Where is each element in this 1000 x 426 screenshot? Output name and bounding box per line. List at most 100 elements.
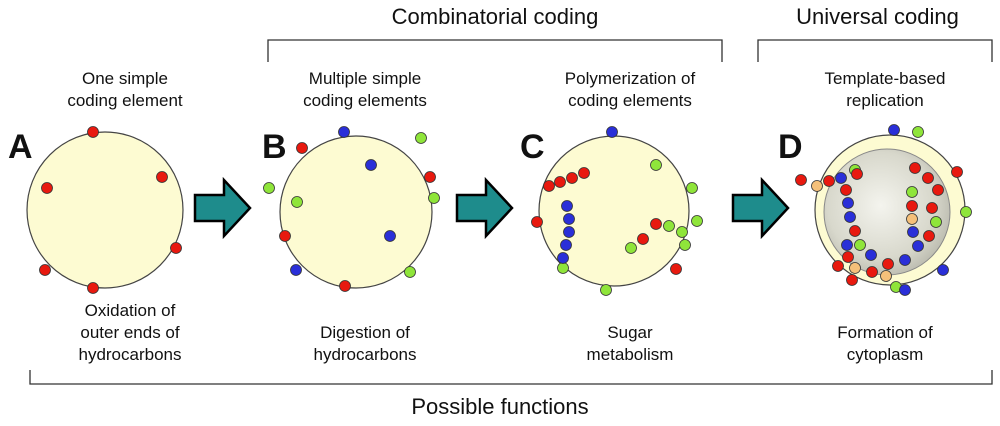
panel-letter-a: A (8, 128, 33, 166)
coding-element-bead (854, 239, 866, 251)
coding-element-bead (844, 211, 856, 223)
coding-element-bead (882, 258, 894, 270)
coding-element-bead (625, 242, 637, 254)
coding-element-bead (563, 213, 575, 225)
panel-letter-b: B (262, 128, 287, 166)
coding-element-bead (823, 175, 835, 187)
label-line: Template-based (824, 69, 946, 88)
coding-element-bead (87, 282, 99, 294)
coding-elements (39, 124, 972, 296)
panel-letter-d: D (778, 128, 803, 166)
coding-element-bead (170, 242, 182, 254)
cell-a (26, 131, 184, 289)
coding-element-bead (404, 266, 416, 278)
coding-element-bead (557, 262, 569, 274)
coding-element-bead (841, 239, 853, 251)
coding-element-bead (670, 263, 682, 275)
coding-element-bead (849, 225, 861, 237)
coding-element-bead (899, 254, 911, 266)
coding-element-bead (832, 260, 844, 272)
coding-element-bead (888, 124, 900, 136)
arrow-b-c (455, 176, 514, 240)
label-line: One simple (82, 69, 168, 88)
coding-element-bead (428, 192, 440, 204)
coding-element-bead (923, 230, 935, 242)
coding-element-bead (415, 132, 427, 144)
coding-element-bead (365, 159, 377, 171)
coding-element-bead (279, 230, 291, 242)
coding-element-bead (691, 215, 703, 227)
coding-element-bead (930, 216, 942, 228)
coding-element-bead (842, 197, 854, 209)
coding-element-bead (912, 126, 924, 138)
arrow-c-d (731, 176, 790, 240)
panel-a-top-label: One simple coding element (45, 68, 205, 112)
coding-element-bead (849, 262, 861, 274)
coding-element-bead (291, 196, 303, 208)
coding-element-bead (637, 233, 649, 245)
coding-element-bead (851, 168, 863, 180)
coding-element-bead (566, 172, 578, 184)
label-line: coding element (67, 91, 183, 110)
functions-bracket (29, 370, 993, 385)
label-line: Polymerization of (564, 69, 696, 88)
label-line: cytoplasm (846, 345, 924, 364)
coding-element-bead (842, 251, 854, 263)
coding-element-bead (866, 266, 878, 278)
coding-element-bead (840, 184, 852, 196)
label-line: coding elements (568, 91, 692, 110)
coding-element-bead (906, 213, 918, 225)
coding-element-bead (937, 264, 949, 276)
coding-element-bead (561, 200, 573, 212)
panel-b-top-label: Multiple simple coding elements (280, 68, 450, 112)
arrow-a-b (193, 176, 252, 240)
combinatorial-coding-header: Combinatorial coding (391, 4, 599, 29)
panel-c-top-label: Polymerization of coding elements (540, 68, 720, 112)
label-line: hydrocarbons (78, 345, 182, 364)
coding-element-bead (563, 226, 575, 238)
panel-d-top-label: Template-based replication (800, 68, 970, 112)
coding-element-bead (156, 171, 168, 183)
coding-element-bead (846, 274, 858, 286)
coding-element-bead (543, 180, 555, 192)
coding-element-bead (679, 239, 691, 251)
label-line: Sugar (607, 323, 653, 342)
coding-element-bead (338, 126, 350, 138)
coding-element-bead (606, 126, 618, 138)
possible-functions-header: Possible functions (411, 394, 589, 419)
coding-element-bead (909, 162, 921, 174)
coding-element-bead (899, 284, 911, 296)
label-line: replication (846, 91, 924, 110)
coding-element-bead (663, 220, 675, 232)
coding-element-bead (560, 239, 572, 251)
coding-element-bead (960, 206, 972, 218)
coding-element-bead (835, 172, 847, 184)
combinatorial-bracket (267, 39, 723, 62)
panel-c-bottom-label: Sugar metabolism (560, 322, 700, 366)
coding-element-bead (41, 182, 53, 194)
panel-b-bottom-label: Digestion of hydrocarbons (290, 322, 440, 366)
coding-element-bead (686, 182, 698, 194)
coding-element-bead (951, 166, 963, 178)
coding-element-bead (557, 252, 569, 264)
panel-letter-c: C (520, 128, 545, 166)
coding-element-bead (424, 171, 436, 183)
label-line: coding elements (303, 91, 427, 110)
label-line: Oxidation of (84, 301, 176, 320)
label-line: hydrocarbons (313, 345, 417, 364)
label-line: outer ends of (80, 323, 180, 342)
coding-element-bead (578, 167, 590, 179)
coding-element-bead (531, 216, 543, 228)
coding-element-bead (339, 280, 351, 292)
coding-element-bead (907, 226, 919, 238)
coding-element-bead (906, 200, 918, 212)
cell-b (279, 135, 433, 289)
coding-element-bead (811, 180, 823, 192)
coding-element-bead (87, 126, 99, 138)
label-line: Digestion of (320, 323, 410, 342)
coding-element-bead (926, 202, 938, 214)
universal-bracket (757, 39, 993, 62)
coding-element-bead (296, 142, 308, 154)
coding-element-bead (650, 159, 662, 171)
